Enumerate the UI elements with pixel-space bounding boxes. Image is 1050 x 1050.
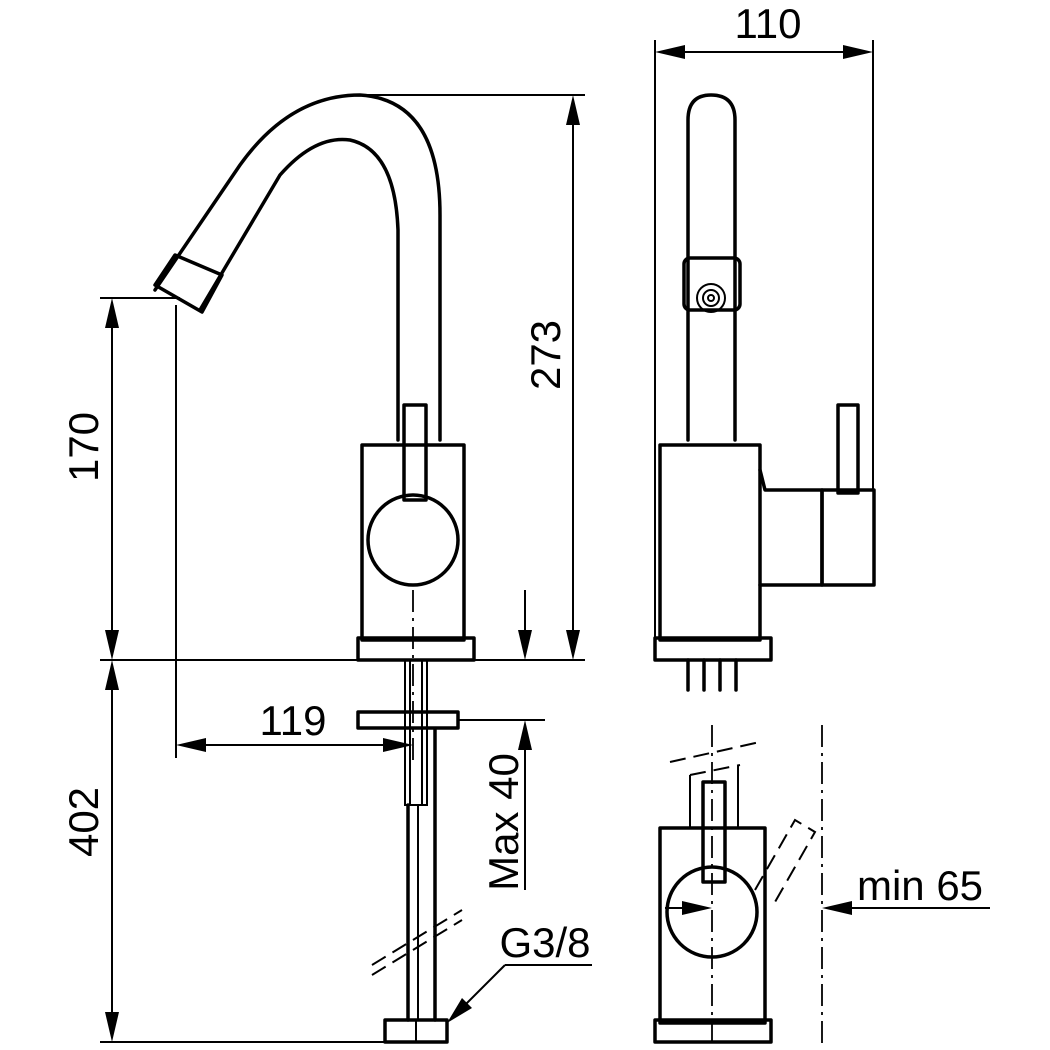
label-273: 273: [522, 320, 569, 390]
arrow-min65-right: [822, 901, 852, 915]
side-spout: [686, 93, 737, 442]
side-base: [653, 636, 773, 662]
label-119: 119: [260, 697, 327, 744]
label-170: 170: [60, 412, 107, 482]
side-lever: [836, 403, 860, 495]
arrow-min65-left: [682, 901, 712, 915]
break-mark-b: [371, 919, 463, 976]
mounting-nut: [356, 710, 460, 730]
spout-inner: [198, 137, 400, 442]
arrow-170-bottom: [105, 630, 119, 660]
side-body: [658, 443, 762, 642]
side-view: [653, 93, 876, 692]
front-view: [153, 93, 476, 1044]
arrow-110-left: [655, 45, 685, 59]
label-g38: G3/8: [499, 919, 590, 966]
side-aerator: [682, 256, 742, 312]
label-max40: Max 40: [480, 753, 527, 891]
arrow-273-top: [566, 95, 580, 125]
install-break-b: [689, 764, 741, 776]
arrow-g38: [447, 998, 472, 1023]
arrow-max40-bottom: [518, 720, 532, 750]
aerator-ring-3: [707, 294, 715, 302]
install-view: [653, 725, 823, 1045]
cartridge-cap: [366, 493, 460, 587]
side-cartridge: [758, 468, 824, 587]
install-lever-ghost: [754, 818, 817, 903]
aerator: [153, 253, 224, 314]
label-110: 110: [735, 0, 802, 47]
side-lever-handle: [820, 488, 876, 587]
break-mark-a: [371, 909, 463, 966]
install-lever: [701, 780, 727, 884]
lever: [402, 403, 428, 502]
dimension-labels: 110 273 170 402 119 Max 40 min 65 G3/8: [60, 0, 983, 966]
label-min65: min 65: [857, 862, 983, 909]
arrow-119-left: [176, 738, 206, 752]
arrow-max40-top: [518, 630, 532, 660]
install-break-a: [669, 741, 761, 763]
arrow-119-right: [383, 738, 413, 752]
arrow-402-bottom: [105, 1012, 119, 1042]
aerator-ring-1: [696, 283, 726, 313]
arrow-110-right: [843, 45, 873, 59]
install-base: [653, 1018, 773, 1044]
label-402: 402: [60, 787, 107, 857]
aerator-ring-2: [702, 289, 720, 307]
arrow-402-top: [105, 660, 119, 690]
dimension-lines: [100, 40, 990, 1043]
threaded-rod: [404, 659, 428, 806]
arrow-170-top: [105, 298, 119, 328]
arrow-273-bottom: [566, 630, 580, 660]
